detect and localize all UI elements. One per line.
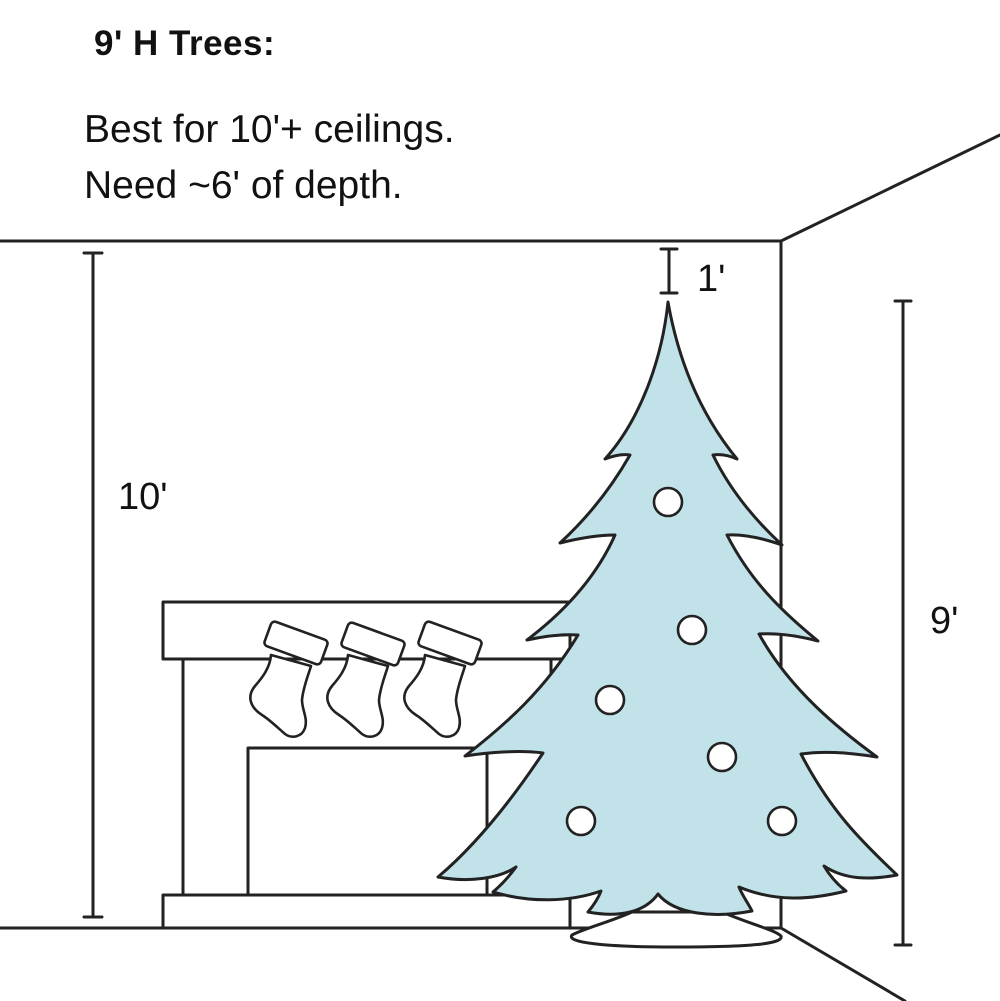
christmas-tree xyxy=(436,300,899,916)
stocking-2 xyxy=(326,621,406,738)
stockings xyxy=(249,620,483,738)
ornament xyxy=(652,486,684,518)
description-line-1: Best for 10'+ ceilings. xyxy=(84,108,455,151)
floor-side-line xyxy=(779,926,907,1001)
ceiling-height-label: 10' xyxy=(118,476,168,518)
tree-height-bar xyxy=(893,299,913,947)
ornament xyxy=(594,684,626,716)
ornament xyxy=(706,741,738,773)
ceiling-side-line xyxy=(779,133,1000,243)
tree-height-label: 9' xyxy=(930,600,959,642)
stocking-3 xyxy=(403,620,483,738)
description-line-2: Need ~6' of depth. xyxy=(84,164,403,207)
clearance-bar xyxy=(659,247,679,295)
ornament xyxy=(565,805,597,837)
ceiling-height-bar xyxy=(82,251,104,919)
tree-skirt xyxy=(569,910,783,949)
page-title: 9' H Trees: xyxy=(94,24,276,63)
ornament xyxy=(766,805,798,837)
ornaments xyxy=(565,486,798,837)
hearth xyxy=(161,893,572,930)
clearance-label: 1' xyxy=(697,258,726,300)
stocking-1 xyxy=(249,620,329,738)
ornament xyxy=(676,614,708,646)
